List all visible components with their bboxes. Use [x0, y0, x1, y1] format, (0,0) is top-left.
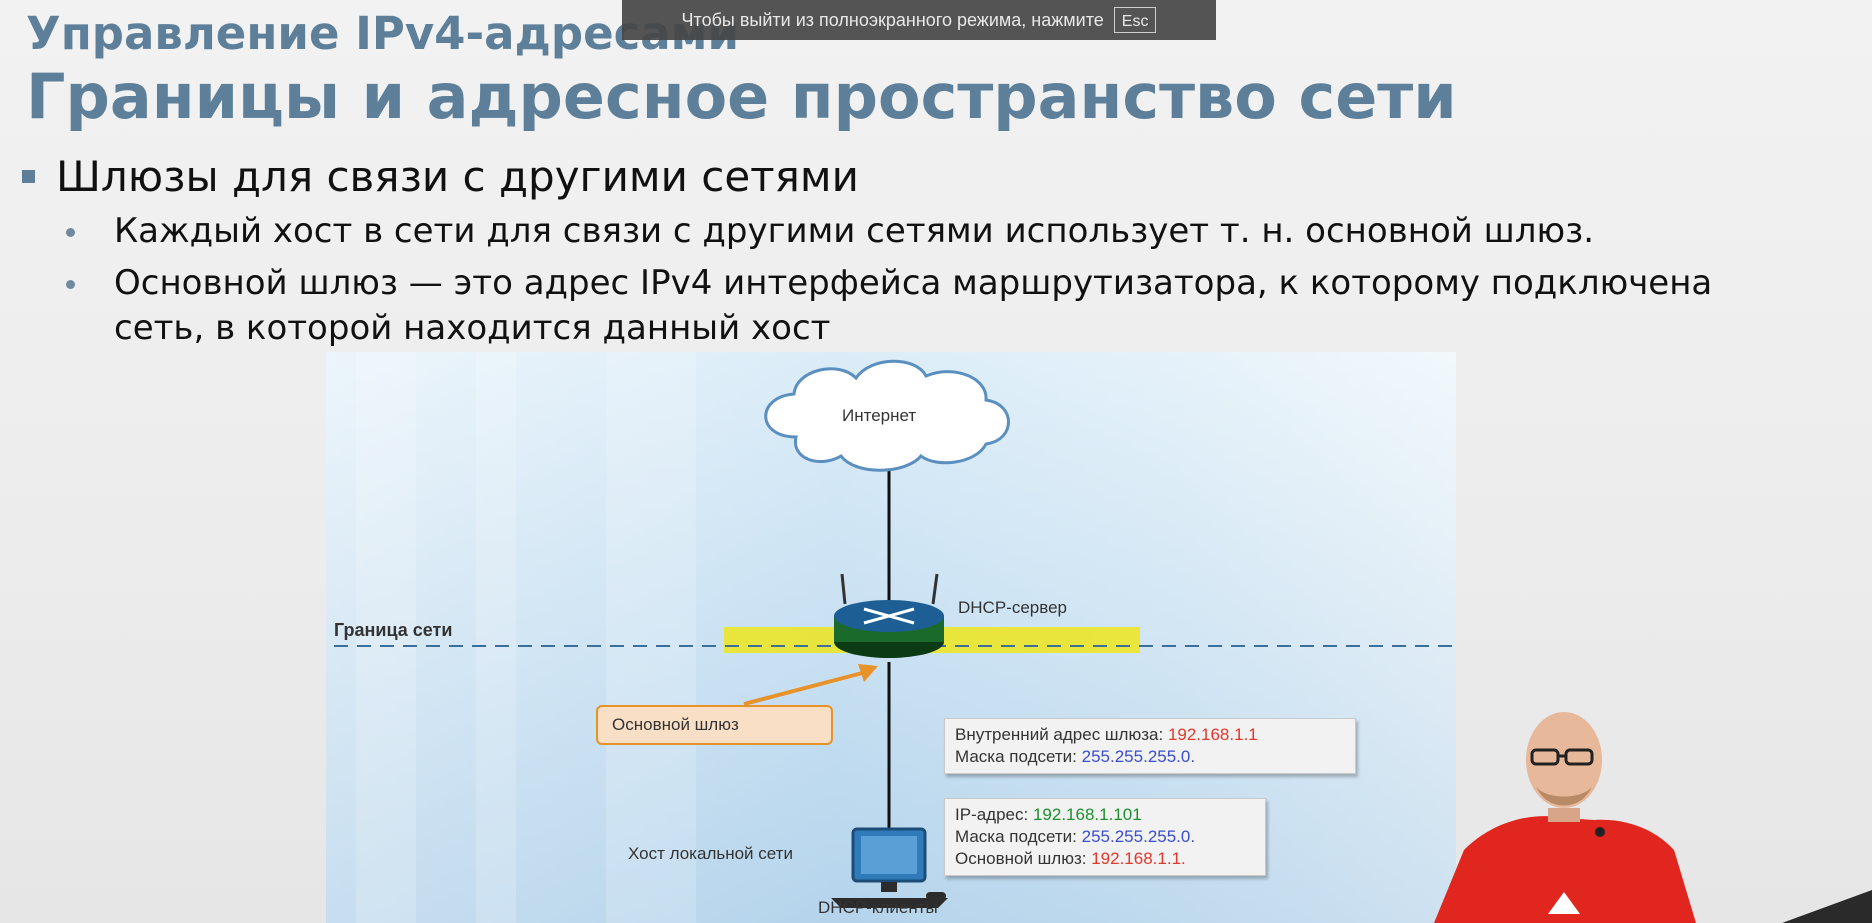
- router-label: DHCP-сервер: [958, 598, 1067, 617]
- laptop-edge: [1782, 890, 1872, 923]
- internet-label: Интернет: [842, 406, 917, 425]
- fullscreen-exit-banner: Чтобы выйти из полноэкранного режима, на…: [622, 0, 1216, 40]
- boundary-label: Граница сети: [334, 620, 453, 640]
- inner-gateway-label: Внутренний адрес шлюза:: [955, 725, 1164, 744]
- gateway-label: Основной шлюз:: [955, 849, 1087, 868]
- router-info-line: Маска подсети: 255.255.255.0.: [955, 746, 1345, 768]
- slide-title: Границы и адресное пространство сети: [26, 60, 1457, 133]
- square-bullet-icon: [22, 170, 35, 183]
- presenter-video: [1434, 712, 1696, 923]
- esc-key-hint: Esc: [1113, 7, 1157, 33]
- diagram-graphics: [334, 359, 1456, 908]
- gateway-arrow: [743, 664, 878, 706]
- sub-bullet-text: Основной шлюз — это адрес IPv4 интерфейс…: [114, 263, 1713, 348]
- default-gateway-callout: Основной шлюз: [596, 705, 833, 745]
- fullscreen-banner-text: Чтобы выйти из полноэкранного режима, на…: [681, 9, 1104, 30]
- host-info-line: Маска подсети: 255.255.255.0.: [955, 826, 1255, 848]
- cloud-icon: [764, 359, 1010, 472]
- ip-label: IP-адрес:: [955, 805, 1029, 824]
- dhcp-clients-label: DHCP-клиенты: [818, 898, 938, 917]
- main-bullet-text: Шлюзы для связи с другими сетями: [56, 152, 859, 201]
- dot-bullet-icon: [66, 228, 75, 237]
- router-info-line: Внутренний адрес шлюза: 192.168.1.1: [955, 724, 1345, 746]
- sub-bullet: Каждый хост в сети для связи с другими с…: [66, 209, 1786, 254]
- mask-value: 255.255.255.0.: [1081, 827, 1196, 846]
- sub-bullet: Основной шлюз — это адрес IPv4 интерфейс…: [66, 261, 1786, 351]
- mask-value: 255.255.255.0.: [1081, 747, 1196, 766]
- host-info-box: IP-адрес: 192.168.1.101 Маска подсети: 2…: [944, 798, 1266, 876]
- host-info-line: IP-адрес: 192.168.1.101: [955, 804, 1255, 826]
- sub-bullet-text: Каждый хост в сети для связи с другими с…: [114, 211, 1595, 251]
- router-icon: [834, 573, 944, 658]
- dot-bullet-icon: [66, 280, 75, 289]
- mask-label: Маска подсети:: [955, 747, 1077, 766]
- ip-value: 192.168.1.101: [1032, 805, 1142, 824]
- host-info-line: Основной шлюз: 192.168.1.1.: [955, 848, 1255, 870]
- pc-icon: [831, 827, 948, 908]
- local-host-label: Хост локальной сети: [628, 844, 793, 863]
- slide-subtitle: Управление IPv4-адресами: [26, 7, 739, 60]
- gateway-value: 192.168.1.1.: [1091, 849, 1186, 868]
- network-diagram: Интернет DHCP-сервер Граница сети Основн…: [326, 352, 1456, 923]
- inner-gateway-value: 192.168.1.1: [1167, 725, 1258, 744]
- mask-label: Маска подсети:: [955, 827, 1077, 846]
- main-bullet: Шлюзы для связи с другими сетями: [22, 152, 859, 202]
- router-info-box: Внутренний адрес шлюза: 192.168.1.1 Маск…: [944, 718, 1356, 774]
